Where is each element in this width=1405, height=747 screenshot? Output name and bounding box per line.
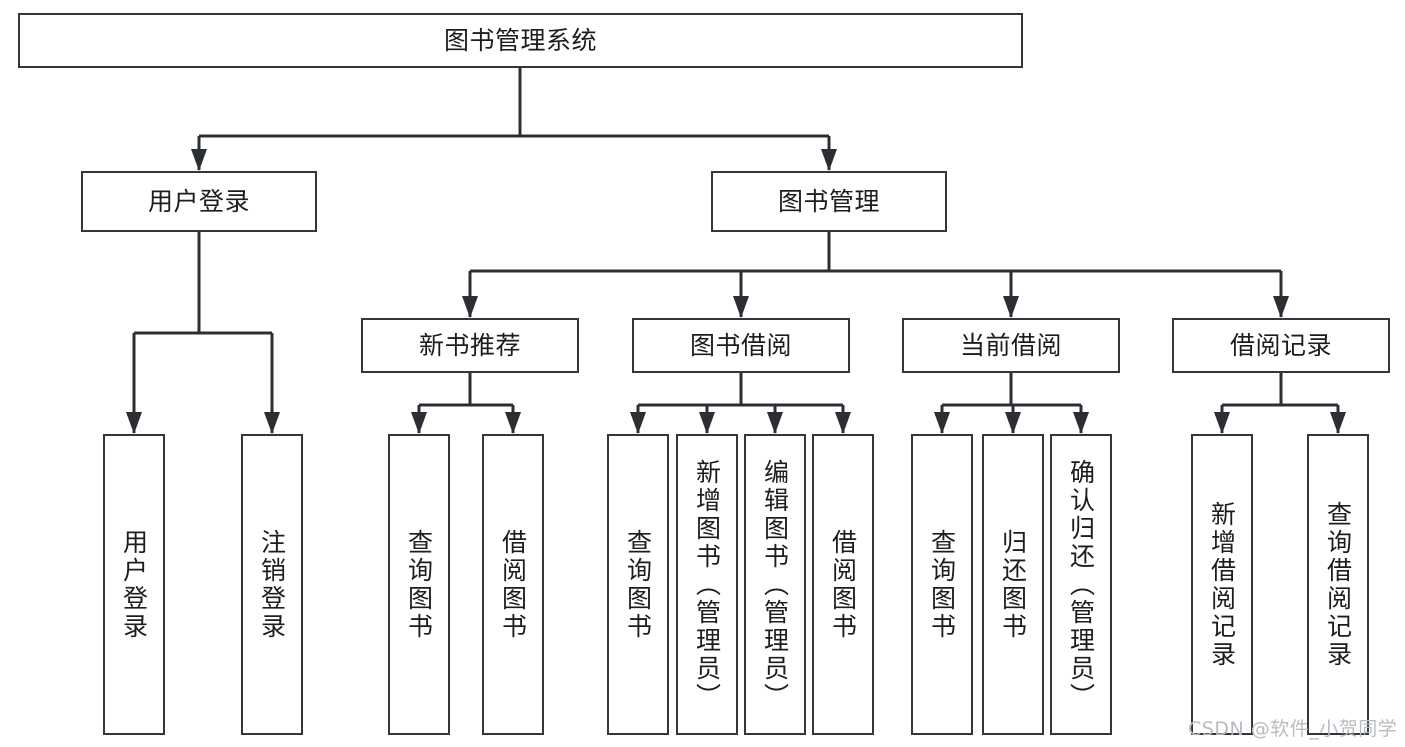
node-label-leaf-query-record: 查询借阅记录 [1323,500,1353,669]
conn-book-borrow-arrowhead-0 [630,412,646,434]
node-leaf-user-login[interactable]: 用户登录 [103,434,165,735]
conn-root-arrowhead-1 [821,149,837,171]
node-root[interactable]: 图书管理系统 [18,13,1023,68]
node-leaf-return-book[interactable]: 归还图书 [982,434,1044,735]
node-leaf-edit-book[interactable]: 编辑图书（管理员） [744,434,806,735]
conn-book-manage-arrowhead-2 [1003,296,1019,318]
node-leaf-query-book-1[interactable]: 查询图书 [388,434,450,735]
node-label-leaf-user-login: 用户登录 [119,528,149,641]
node-label-leaf-return-book: 归还图书 [998,528,1028,641]
node-label-borrow-record: 借阅记录 [1229,330,1332,360]
node-book-borrow[interactable]: 图书借阅 [632,318,850,373]
node-label-leaf-add-record: 新增借阅记录 [1207,500,1237,669]
node-label-book-manage: 图书管理 [777,186,880,216]
node-label-book-borrow: 图书借阅 [689,330,792,360]
conn-new-book-rec-arrowhead-0 [411,412,427,434]
conn-book-borrow-arrowhead-1 [699,412,715,434]
node-leaf-confirm-return[interactable]: 确认归还（管理员） [1050,434,1112,735]
conn-book-manage-arrowhead-3 [1273,296,1289,318]
node-label-leaf-query-book-1: 查询图书 [404,528,434,641]
node-label-new-book-rec: 新书推荐 [418,330,521,360]
node-leaf-borrow-book-2[interactable]: 借阅图书 [812,434,874,735]
node-leaf-add-book[interactable]: 新增图书（管理员） [676,434,738,735]
conn-current-borrow-arrowhead-1 [1005,412,1021,434]
node-book-manage[interactable]: 图书管理 [711,171,947,232]
node-label-root: 图书管理系统 [443,25,597,55]
node-borrow-record[interactable]: 借阅记录 [1172,318,1390,373]
node-label-leaf-query-book-3: 查询图书 [927,528,957,641]
conn-new-book-rec-arrowhead-1 [505,412,521,434]
conn-root-arrowhead-0 [191,149,207,171]
node-leaf-user-logout[interactable]: 注销登录 [241,434,303,735]
node-label-leaf-edit-book: 编辑图书（管理员） [760,458,790,711]
conn-book-manage-arrowhead-1 [733,296,749,318]
node-label-current-borrow: 当前借阅 [959,330,1062,360]
node-label-user-login: 用户登录 [147,186,250,216]
conn-borrow-record-arrowhead-0 [1214,412,1230,434]
conn-borrow-record-arrowhead-1 [1330,412,1346,434]
conn-book-borrow-arrowhead-2 [767,412,783,434]
node-leaf-add-record[interactable]: 新增借阅记录 [1191,434,1253,735]
node-label-leaf-user-logout: 注销登录 [257,528,287,641]
node-label-leaf-add-book: 新增图书（管理员） [692,458,722,711]
node-label-leaf-query-book-2: 查询图书 [623,528,653,641]
conn-current-borrow-arrowhead-0 [934,412,950,434]
node-leaf-query-record[interactable]: 查询借阅记录 [1307,434,1369,735]
node-leaf-query-book-3[interactable]: 查询图书 [911,434,973,735]
node-label-leaf-borrow-book-2: 借阅图书 [828,528,858,641]
node-label-leaf-confirm-return: 确认归还（管理员） [1066,458,1096,711]
node-leaf-query-book-2[interactable]: 查询图书 [607,434,669,735]
node-new-book-rec[interactable]: 新书推荐 [361,318,579,373]
conn-user-login-arrowhead-1 [264,412,280,434]
conn-book-manage-arrowhead-0 [462,296,478,318]
conn-user-login-arrowhead-0 [126,412,142,434]
node-leaf-borrow-book-1[interactable]: 借阅图书 [482,434,544,735]
node-label-leaf-borrow-book-1: 借阅图书 [498,528,528,641]
conn-book-borrow-arrowhead-3 [835,412,851,434]
node-current-borrow[interactable]: 当前借阅 [902,318,1120,373]
conn-current-borrow-arrowhead-2 [1073,412,1089,434]
node-user-login[interactable]: 用户登录 [81,171,317,232]
